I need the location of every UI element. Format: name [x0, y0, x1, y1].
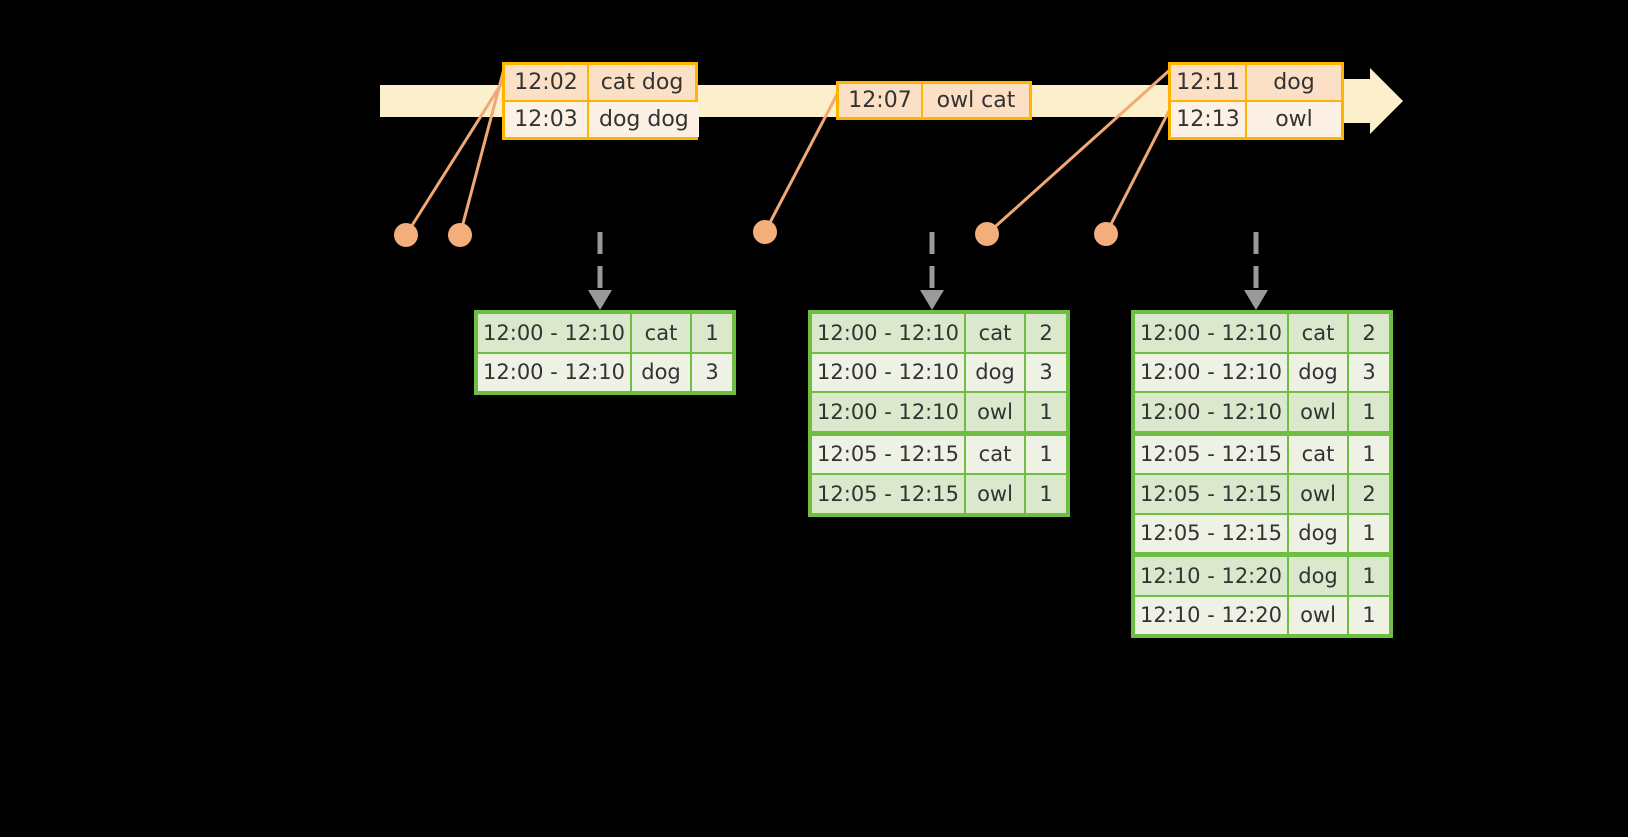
- event-words: owl: [1247, 102, 1341, 137]
- cell-count: 1: [1026, 475, 1066, 513]
- cell-word: cat: [1289, 435, 1347, 473]
- connector-5: [1104, 104, 1174, 235]
- cell-window: 12:00 - 12:10: [1135, 353, 1287, 391]
- event-dot-5: [1094, 222, 1118, 246]
- event-dot-3: [753, 220, 777, 244]
- cell-word: dog: [632, 353, 690, 391]
- cell-word: cat: [632, 314, 690, 352]
- cell-count: 2: [1026, 314, 1066, 352]
- cell-word: owl: [966, 475, 1024, 513]
- timeline-arrow-head: [1340, 68, 1403, 134]
- cell-count: 2: [1349, 314, 1389, 352]
- dashed-arrow-to-table-1-head: [588, 290, 612, 310]
- cell-count: 1: [1026, 393, 1066, 431]
- cell-count: 3: [692, 353, 732, 391]
- cell-count: 1: [1349, 393, 1389, 431]
- cell-count: 1: [1349, 514, 1389, 552]
- cell-count: 1: [1349, 596, 1389, 634]
- dashed-arrow-to-table-2-head: [920, 290, 944, 310]
- connector-3: [763, 84, 844, 233]
- cell-word: cat: [1289, 314, 1347, 352]
- cell-word: dog: [1289, 353, 1347, 391]
- dashed-arrow-to-table-3-head: [1244, 290, 1268, 310]
- cell-window: 12:00 - 12:10: [478, 353, 630, 391]
- cell-count: 2: [1349, 475, 1389, 513]
- event-timestamp: 12:07: [839, 84, 923, 117]
- cell-word: owl: [1289, 393, 1347, 431]
- cell-word: cat: [966, 435, 1024, 473]
- cell-window: 12:05 - 12:15: [1135, 435, 1287, 473]
- cell-window: 12:10 - 12:20: [1135, 596, 1287, 634]
- cell-word: dog: [1289, 514, 1347, 552]
- cell-window: 12:05 - 12:15: [812, 475, 964, 513]
- event-dot-4: [975, 222, 999, 246]
- cell-window: 12:05 - 12:15: [1135, 475, 1287, 513]
- cell-window: 12:00 - 12:10: [812, 393, 964, 431]
- cell-window: 12:00 - 12:10: [1135, 314, 1287, 352]
- cell-word: owl: [1289, 475, 1347, 513]
- cell-window: 12:00 - 12:10: [478, 314, 630, 352]
- event-words: owl cat: [923, 84, 1029, 117]
- event-timestamp: 12:02: [505, 65, 589, 100]
- cell-count: 3: [1026, 353, 1066, 391]
- cell-word: cat: [966, 314, 1024, 352]
- cell-word: owl: [1289, 596, 1347, 634]
- event-dot-2: [448, 223, 472, 247]
- cell-window: 12:00 - 12:10: [812, 353, 964, 391]
- event-dot-1: [394, 223, 418, 247]
- cell-word: owl: [966, 393, 1024, 431]
- cell-count: 1: [1026, 435, 1066, 473]
- connector-1: [404, 69, 512, 236]
- cell-count: 1: [1349, 435, 1389, 473]
- cell-window: 12:05 - 12:15: [812, 435, 964, 473]
- event-timestamp: 12:03: [505, 102, 589, 137]
- cell-count: 1: [692, 314, 732, 352]
- event-words: dog: [1247, 65, 1341, 100]
- cell-word: dog: [966, 353, 1024, 391]
- event-dots: [394, 220, 1118, 247]
- cell-count: 1: [1349, 557, 1389, 595]
- event-timestamp: 12:13: [1171, 102, 1247, 137]
- dashed-flow-arrows: [588, 232, 1268, 310]
- cell-window: 12:00 - 12:10: [812, 314, 964, 352]
- cell-count: 3: [1349, 353, 1389, 391]
- event-words: cat dog: [589, 65, 695, 100]
- cell-window: 12:10 - 12:20: [1135, 557, 1287, 595]
- cell-window: 12:05 - 12:15: [1135, 514, 1287, 552]
- event-words: dog dog: [589, 102, 699, 137]
- cell-window: 12:00 - 12:10: [1135, 393, 1287, 431]
- connector-2: [458, 64, 507, 236]
- event-timestamp: 12:11: [1171, 65, 1247, 100]
- cell-word: dog: [1289, 557, 1347, 595]
